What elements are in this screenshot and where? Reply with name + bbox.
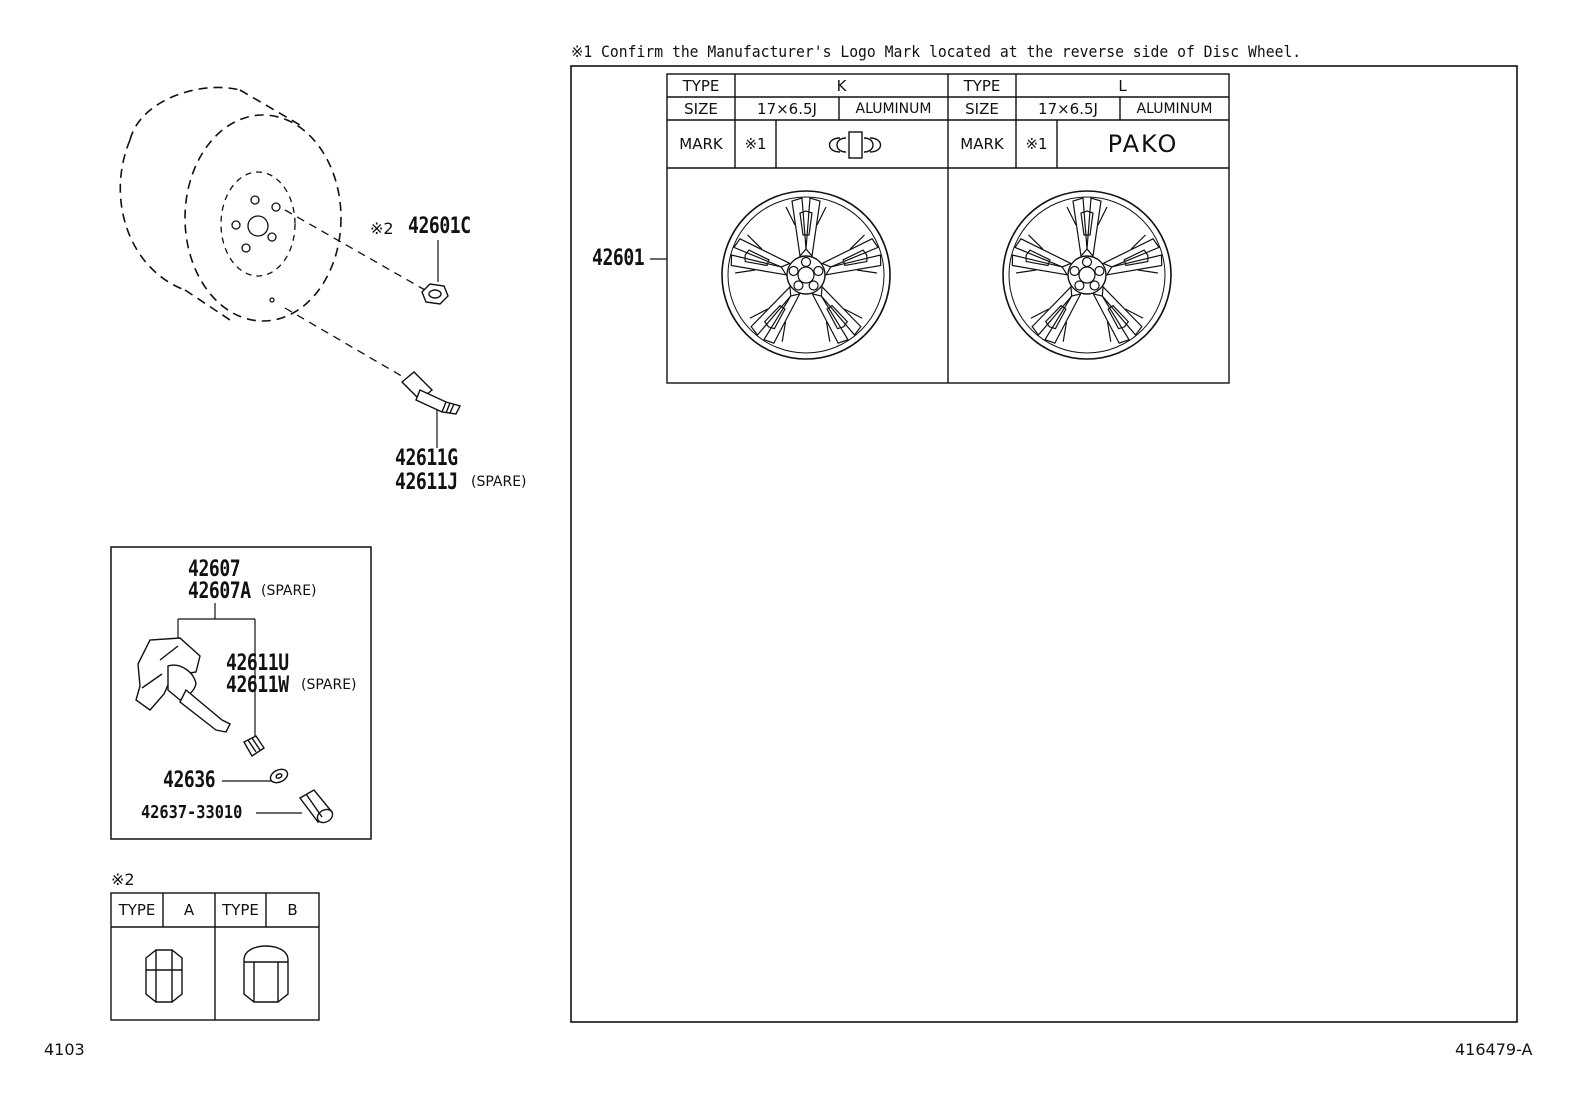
wheel-outline <box>119 86 342 322</box>
lug-nut-icon <box>421 283 449 305</box>
part-42611J[interactable]: 42611J <box>395 470 458 495</box>
nut-type-table <box>110 892 320 1021</box>
type-label-l: TYPE <box>963 76 1001 95</box>
wheel-material-k: ALUMINUM <box>855 100 932 117</box>
wheel-material-l: ALUMINUM <box>1136 100 1213 117</box>
manufacturer-mark-pako: PAKO <box>1107 130 1179 158</box>
wheel-type-table <box>666 73 1230 384</box>
type-label-k: TYPE <box>682 76 720 95</box>
part-42636[interactable]: 42636 <box>163 768 216 793</box>
alloy-wheel-l-icon <box>1003 191 1171 359</box>
valve-cap-icon <box>298 789 334 824</box>
footer-right-code: 416479-A <box>1455 1040 1533 1059</box>
size-label-k: SIZE <box>684 99 718 118</box>
valve-stem-icon <box>400 371 462 415</box>
nut-type-b: B <box>287 901 298 919</box>
nut-type-b-icon <box>243 945 289 1003</box>
nut-type-label-a: TYPE <box>118 901 156 919</box>
disc-wheel-frame <box>570 65 1518 1023</box>
tpms-sensor-icon <box>135 637 231 733</box>
spare-tag: (SPARE) <box>301 677 357 693</box>
part-42611U[interactable]: 42611U <box>226 651 289 676</box>
part-42637-33010[interactable]: 42637-33010 <box>141 802 243 823</box>
nut-table-title: ※2 <box>111 870 135 889</box>
mark-label-k: MARK <box>679 135 723 153</box>
mark-label-l: MARK <box>960 135 1004 153</box>
part-42611G[interactable]: 42611G <box>395 446 458 471</box>
wheel-size-k: 17×6.5J <box>757 99 817 118</box>
nut-type-label-b: TYPE <box>222 901 259 919</box>
part-42607[interactable]: 42607 <box>188 557 241 582</box>
alloy-wheel-k-icon <box>722 191 890 359</box>
logo-mark-note: ※1 Confirm the Manufacturer's Logo Mark … <box>571 42 1302 61</box>
nut-type-a: A <box>183 901 195 919</box>
part-42607A[interactable]: 42607A <box>188 579 251 604</box>
valve-nut-icon <box>243 735 265 757</box>
part-42601C[interactable]: 42601C <box>408 214 471 239</box>
spare-tag: (SPARE) <box>471 474 527 490</box>
wheel-type-l: L <box>1118 76 1127 95</box>
part-42611J-line: 42611J <box>395 470 471 495</box>
spare-tag: (SPARE) <box>261 583 317 599</box>
part-42601[interactable]: 42601 <box>592 246 645 271</box>
nut-type-a-icon <box>145 949 183 1003</box>
note-ref-1-k: ※1 <box>744 135 767 153</box>
part-42611W[interactable]: 42611W <box>226 673 289 698</box>
washer-icon <box>269 768 289 784</box>
note-ref-2: ※2 <box>370 219 394 238</box>
footer-left-code: 4103 <box>44 1040 85 1059</box>
wheel-type-k: K <box>836 76 847 95</box>
wheel-size-l: 17×6.5J <box>1038 99 1098 118</box>
sensor-box <box>110 546 372 840</box>
size-label-l: SIZE <box>965 99 999 118</box>
note-ref-1-l: ※1 <box>1025 135 1048 153</box>
manufacturer-logo-icon <box>828 131 882 159</box>
